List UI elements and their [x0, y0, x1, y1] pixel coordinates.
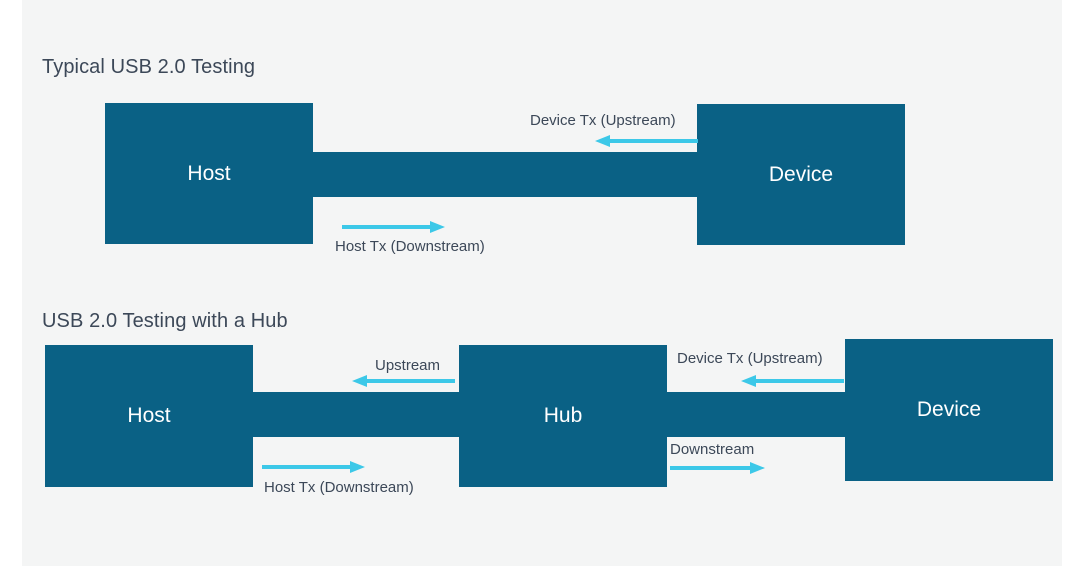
- diagram-2-label-device-tx-upstream: Device Tx (Upstream): [677, 350, 823, 367]
- diagram-1-node-device-label: Device: [768, 162, 834, 186]
- diagram-2-label-host-tx-downstream: Host Tx (Downstream): [264, 479, 414, 496]
- diagram-1-label-device-tx-upstream: Device Tx (Upstream): [530, 112, 676, 129]
- diagram-1-node-host-label: Host: [187, 161, 231, 185]
- diagram-2-node-hub-label: Hub: [543, 404, 583, 427]
- diagram-2-connector-bar-host-hub: [223, 392, 471, 437]
- diagram-2-arrow-device-tx-upstream: [741, 374, 844, 388]
- diagram-2-label-upstream: Upstream: [375, 357, 441, 374]
- diagram-2-node-hub: Hub: [459, 345, 667, 487]
- diagram-canvas: Typical USB 2.0 Testing Host Device Devi…: [22, 0, 1062, 566]
- diagram-2-arrow-host-tx-downstream: [262, 460, 365, 474]
- diagram-1-node-host: Host: [105, 103, 313, 244]
- diagram-2-arrow-downstream: [670, 461, 765, 475]
- diagram-2-arrow-upstream: [352, 374, 455, 388]
- diagram-2-label-downstream: Downstream: [670, 441, 755, 458]
- diagram-1-label-host-tx-downstream: Host Tx (Downstream): [335, 238, 485, 255]
- diagram-2-title: USB 2.0 Testing with a Hub: [42, 310, 288, 332]
- diagram-2-node-host-label: Host: [127, 404, 171, 427]
- diagram-1-title: Typical USB 2.0 Testing: [42, 56, 256, 78]
- diagram-1-connector-bar: [305, 152, 720, 197]
- diagram-2-connector-bar-hub-device: [657, 392, 857, 437]
- diagram-2-node-device-label: Device: [916, 398, 982, 421]
- diagram-1-node-device: Device: [697, 104, 905, 245]
- diagram-2-node-device: Device: [845, 339, 1053, 481]
- diagram-1-arrow-device-tx-upstream: [595, 134, 698, 148]
- diagram-2-node-host: Host: [45, 345, 253, 487]
- diagram-1-arrow-host-tx-downstream: [342, 220, 445, 234]
